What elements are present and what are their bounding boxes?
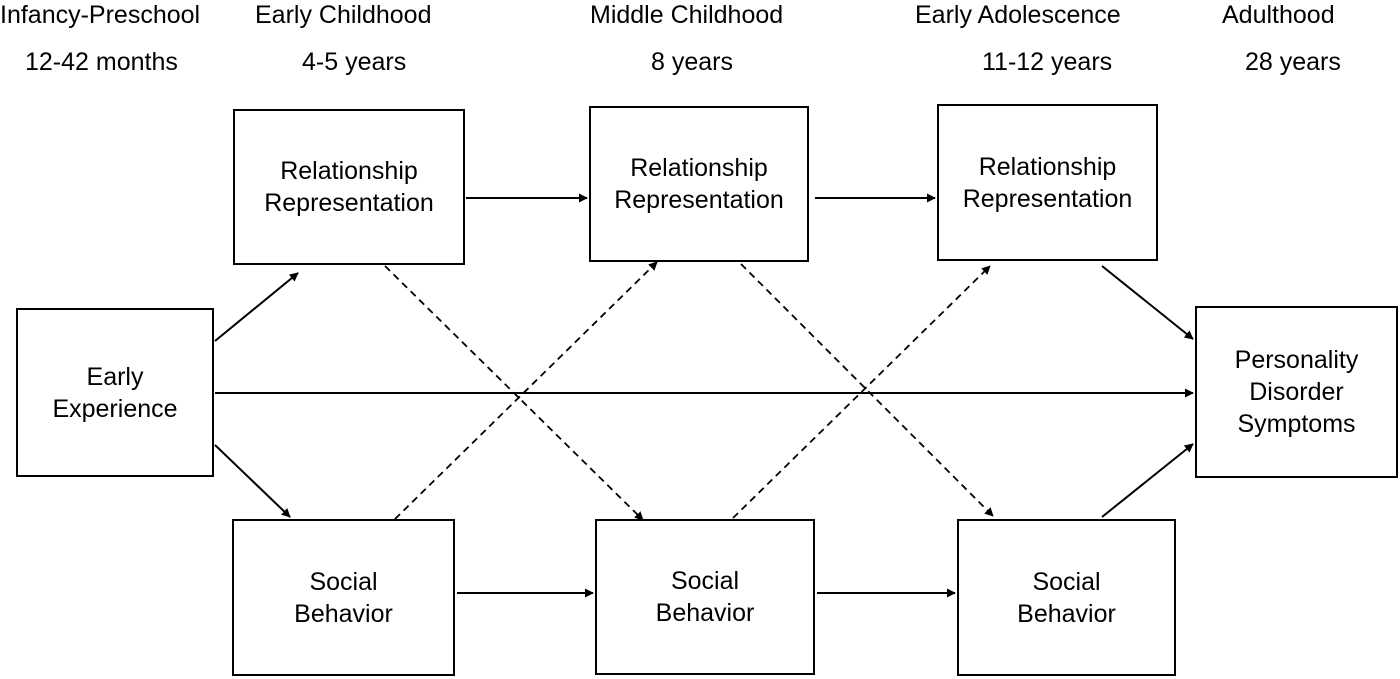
stage-age: 11-12 years (982, 48, 1113, 76)
edge-relrep2-to-socbeh3-dashed (740, 263, 994, 517)
edge-relrep3-to-pd (1101, 265, 1194, 340)
node-label: Social (1032, 567, 1101, 596)
node-label: Relationship (280, 157, 418, 185)
node-label: Early (86, 362, 144, 391)
node-label: Social (309, 567, 378, 596)
node-label: Experience (52, 394, 178, 423)
node-relationship-representation-1: Relationship Representation (233, 109, 465, 265)
edge-early-to-socbeh1 (214, 444, 291, 518)
node-label: Behavior (655, 599, 755, 627)
stage-name: Infancy-Preschool (0, 1, 201, 29)
node-social-behavior-3: Social Behavior (957, 519, 1176, 676)
stage-name: Middle Childhood (590, 1, 784, 29)
node-label: Social (670, 567, 740, 595)
node-label: Behavior (1017, 599, 1116, 628)
node-early-experience: Early Experience (16, 308, 214, 477)
node-social-behavior-2: Social Behavior (595, 519, 815, 675)
node-personality-disorder-symptoms: Personality Disorder Symptoms (1195, 306, 1398, 478)
stage-name: Early Adolescence (915, 1, 1121, 29)
stage-age: 28 years (1245, 48, 1341, 76)
stage-name: Adulthood (1222, 1, 1335, 29)
edge-socbeh1-to-relrep2-dashed (394, 261, 658, 520)
edge-relrep1-to-socbeh2-dashed (384, 265, 644, 521)
node-label: Personality (1234, 346, 1359, 374)
edge-socbeh3-to-pd (1101, 443, 1194, 518)
node-label: Representation (264, 189, 434, 217)
node-social-behavior-1: Social Behavior (232, 519, 455, 676)
node-label: Representation (962, 184, 1133, 213)
node-relationship-representation-2: Relationship Representation (589, 106, 809, 262)
node-label: Disorder (1249, 378, 1344, 406)
node-label: Relationship (630, 154, 768, 182)
node-relationship-representation-3: Relationship Representation (937, 104, 1158, 261)
stage-age: 4-5 years (302, 48, 407, 76)
stage-age: 12-42 months (25, 48, 178, 76)
node-label: Behavior (294, 599, 393, 628)
edge-early-to-relrep1 (214, 272, 299, 342)
stage-name: Early Childhood (255, 1, 432, 29)
node-label: Relationship (978, 152, 1117, 181)
node-label: Symptoms (1237, 410, 1356, 438)
node-label: Representation (614, 186, 784, 214)
stage-age: 8 years (651, 48, 733, 76)
